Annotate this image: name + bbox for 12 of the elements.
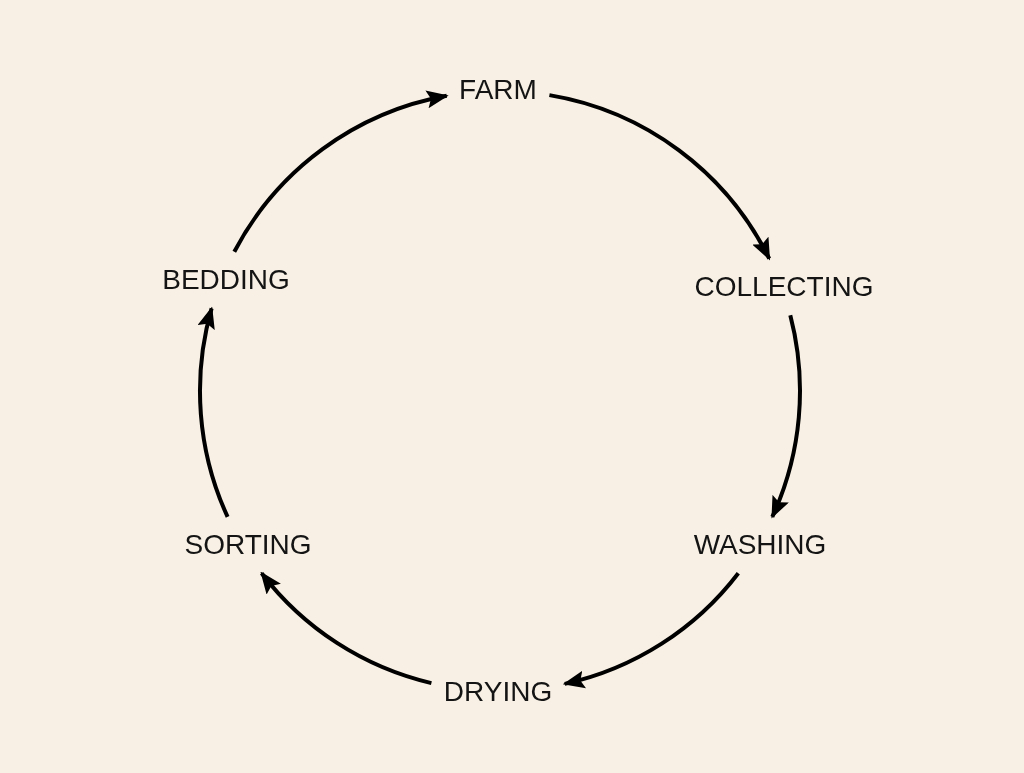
cycle-arrow [548,93,771,261]
cycle-arrow [562,571,740,688]
cycle-arrow [260,571,432,685]
cycle-arrow [232,91,449,253]
stage-label: WASHING [693,528,827,562]
cycle-arrow [770,314,802,519]
stage-label: FARM [459,73,537,107]
stage-label: BEDDING [162,263,290,297]
cycle-arrow [198,306,230,518]
stage-label: COLLECTING [694,270,874,304]
stage-label: SORTING [184,528,312,562]
stage-label: DRYING [443,675,553,709]
